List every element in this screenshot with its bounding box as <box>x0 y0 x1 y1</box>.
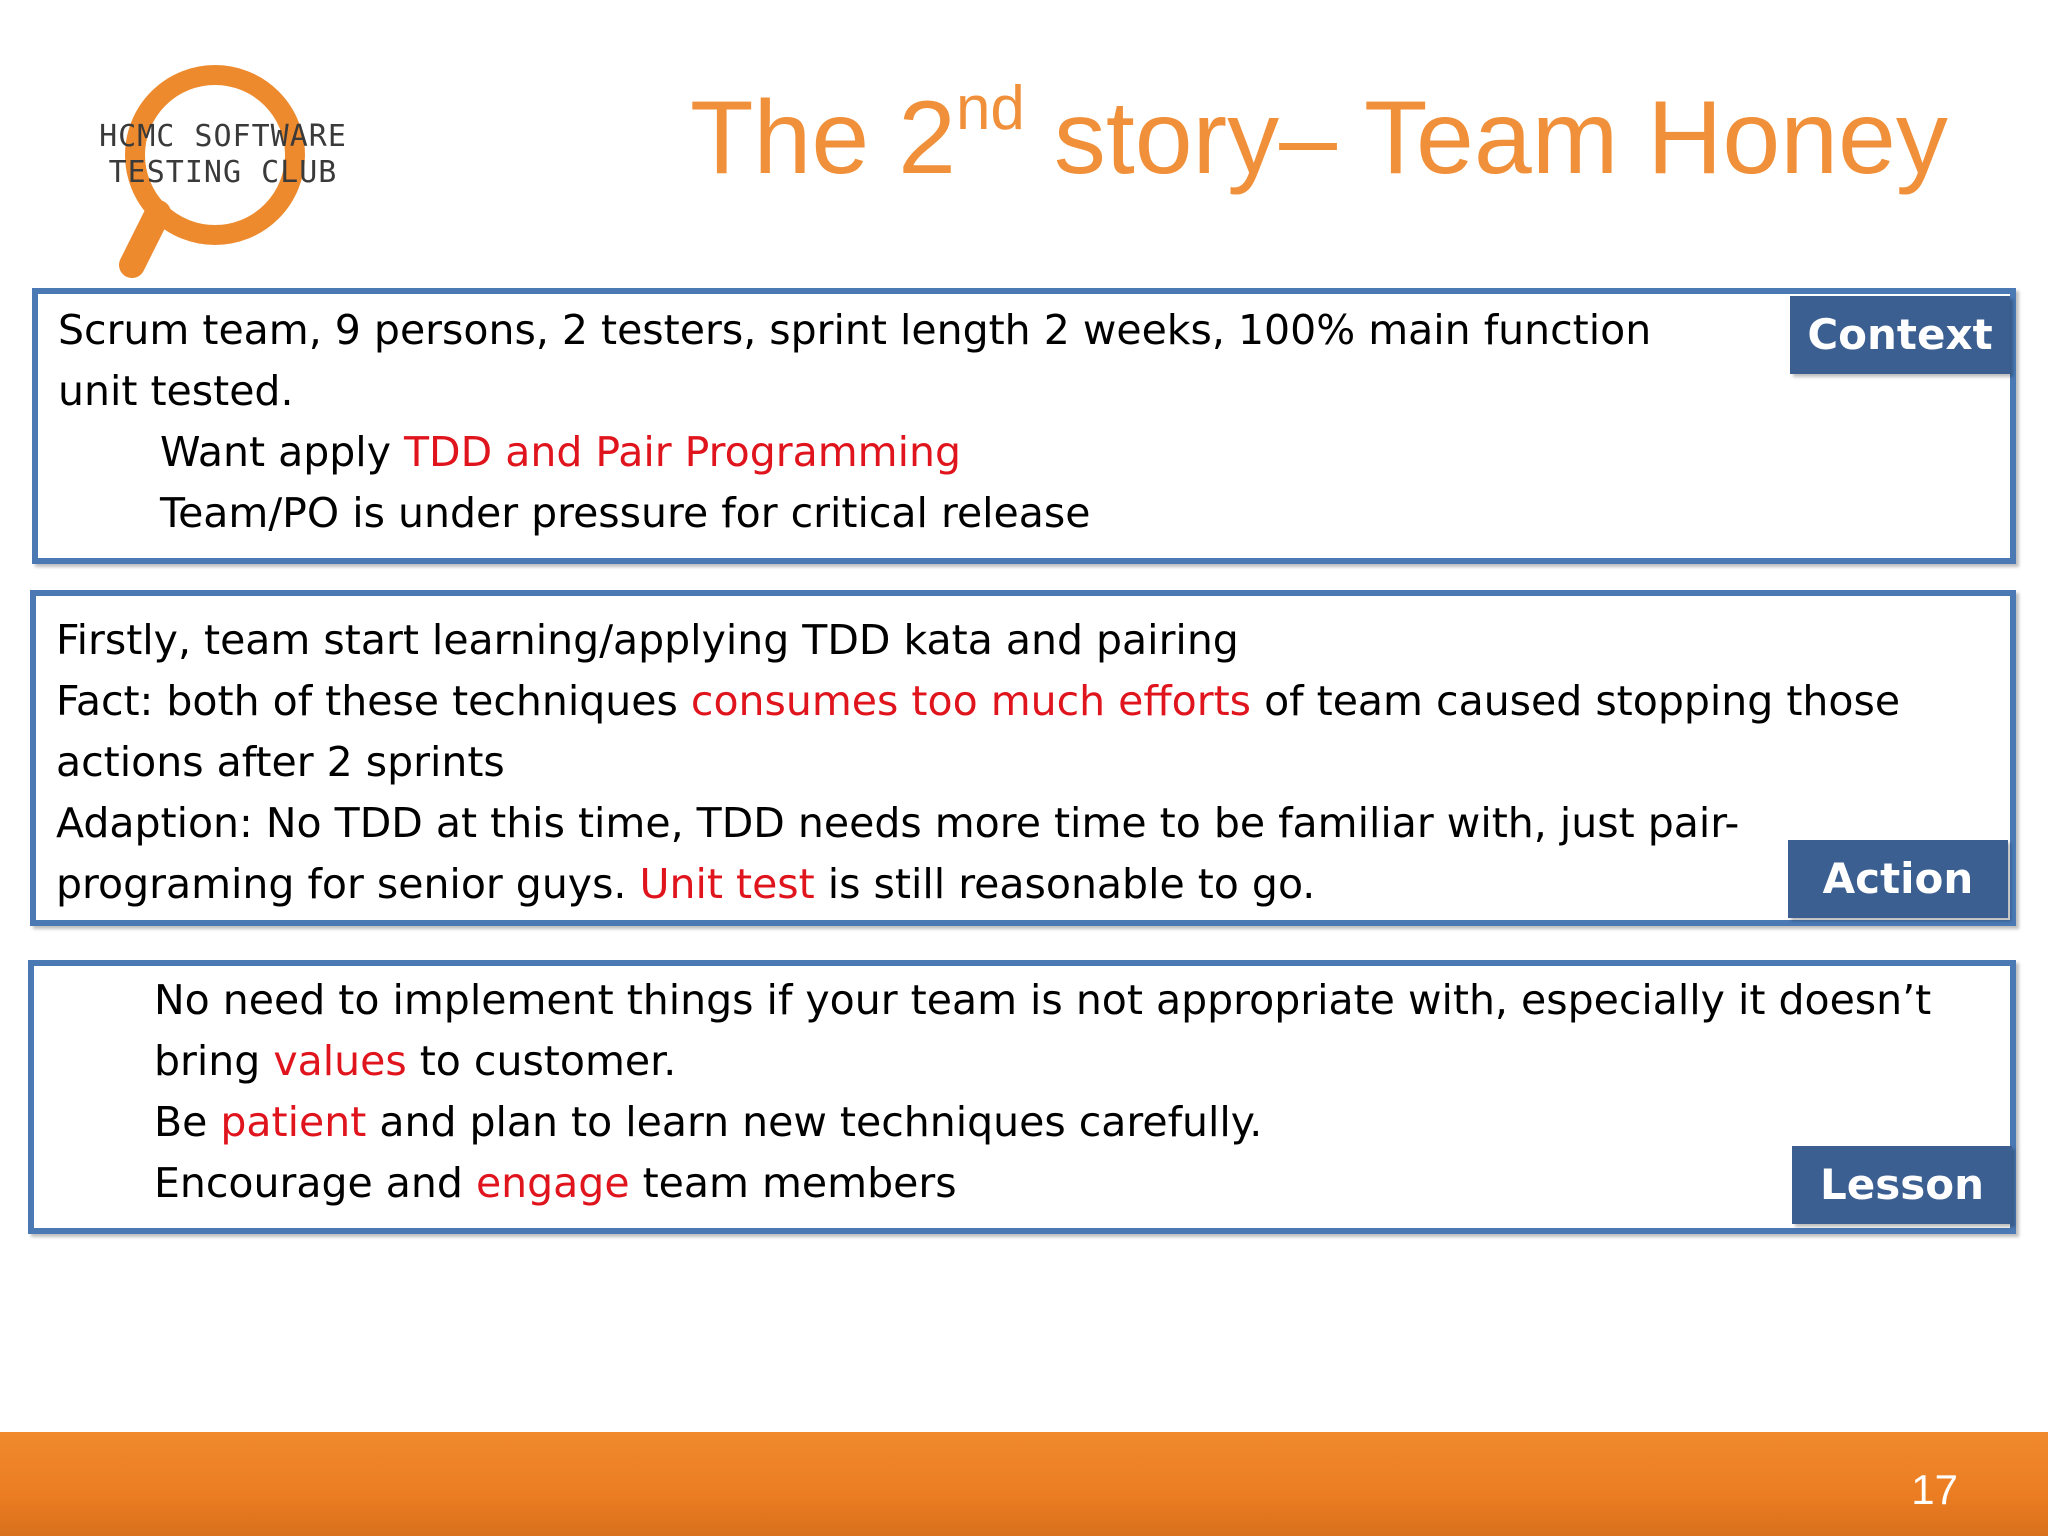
action-line-4: Adaption: No TDD at this time, TDD needs… <box>56 799 1740 847</box>
page-number: 17 <box>1911 1466 1958 1513</box>
lesson-highlight-3: engage <box>475 1159 630 1207</box>
lesson-line-3-post: and plan to learn new techniques careful… <box>366 1098 1263 1146</box>
lesson-line-4: Encourage and engage team members <box>154 1153 1931 1214</box>
lesson-highlight-1: values <box>273 1037 407 1085</box>
context-line-4: Team/PO is under pressure for critical r… <box>160 489 1091 537</box>
action-text: Firstly, team start learning/applying TD… <box>56 610 1900 915</box>
footer-bar <box>0 1432 2048 1536</box>
lesson-line-3: Be patient and plan to learn new techniq… <box>154 1092 1931 1153</box>
lesson-text: No need to implement things if your team… <box>154 970 1931 1214</box>
lesson-line-2-pre: bring <box>154 1037 274 1085</box>
title-part-2: story– Team Honey <box>1024 80 1948 196</box>
lesson-box: No need to implement things if your team… <box>28 960 2016 1234</box>
context-line-3-text: Want apply <box>160 428 404 476</box>
action-box: Firstly, team start learning/applying TD… <box>30 590 2016 926</box>
action-line-5-post: is still reasonable to go. <box>814 860 1316 908</box>
title-superscript: nd <box>955 74 1025 143</box>
action-line-2: Fact: both of these techniques consumes … <box>56 671 1900 732</box>
slide-title: The 2nd story– Team Honey <box>690 78 1990 191</box>
context-line-2: unit tested. <box>58 367 294 415</box>
lesson-line-2: bring values to customer. <box>154 1031 1931 1092</box>
title-part-1: The 2 <box>690 80 956 196</box>
context-tag: Context <box>1790 296 2010 374</box>
action-highlight-2: Unit test <box>639 860 815 908</box>
action-line-1: Firstly, team start learning/applying TD… <box>56 616 1239 664</box>
logo-text-line1: HCMC SOFTWARE <box>99 119 347 154</box>
lesson-line-4-pre: Encourage and <box>154 1159 476 1207</box>
lesson-tag: Lesson <box>1792 1146 2012 1224</box>
context-highlight: TDD and Pair Programming <box>404 428 962 476</box>
lesson-line-2-post: to customer. <box>406 1037 677 1085</box>
magnifier-icon <box>119 65 305 278</box>
context-line-1: Scrum team, 9 persons, 2 testers, sprint… <box>58 306 1652 354</box>
lesson-line-1: No need to implement things if your team… <box>154 976 1932 1024</box>
context-box: Scrum team, 9 persons, 2 testers, sprint… <box>32 288 2016 564</box>
club-logo: HCMC SOFTWARE TESTING CLUB <box>70 55 370 285</box>
context-line-3: Want apply TDD and Pair Programming <box>58 422 1651 483</box>
action-tag: Action <box>1788 840 2008 918</box>
action-line-3: actions after 2 sprints <box>56 738 505 786</box>
action-line-2-pre: Fact: both of these techniques <box>56 677 691 725</box>
lesson-line-4-post: team members <box>629 1159 957 1207</box>
lesson-line-3-pre: Be <box>154 1098 221 1146</box>
lesson-highlight-2: patient <box>220 1098 367 1146</box>
action-line-5-pre: programing for senior guys. <box>56 860 640 908</box>
logo-text-line2: TESTING CLUB <box>108 155 338 190</box>
action-line-2-post: of team caused stopping those <box>1251 677 1901 725</box>
action-highlight-1: consumes too much efforts <box>690 677 1252 725</box>
context-text: Scrum team, 9 persons, 2 testers, sprint… <box>58 300 1651 544</box>
action-line-5: programing for senior guys. Unit test is… <box>56 854 1900 915</box>
